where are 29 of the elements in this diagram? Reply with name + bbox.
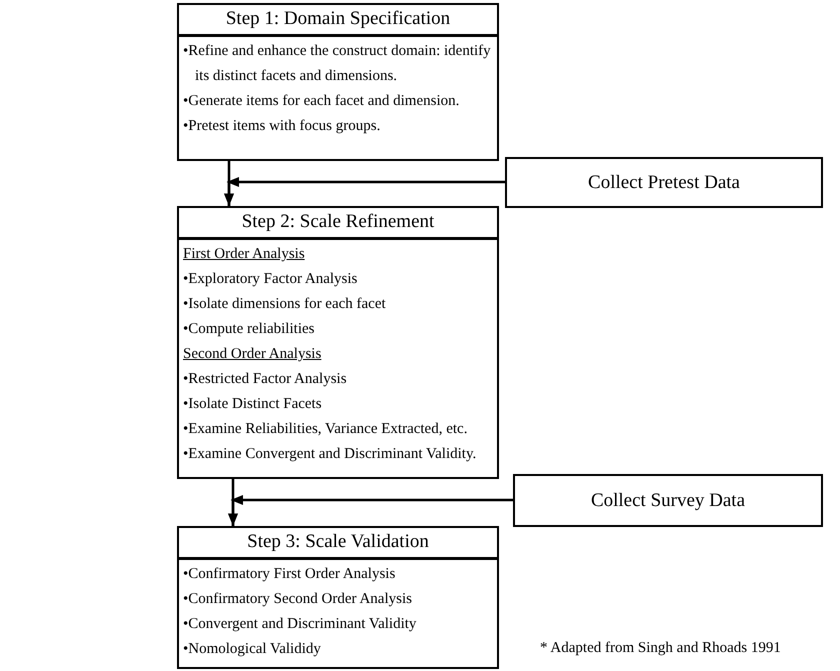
bullet-item: •Confirmatory First Order Analysis xyxy=(183,565,396,584)
step-heading: Step 3: Scale Validation xyxy=(179,528,497,560)
step-box xyxy=(177,206,499,479)
box-label: Collect Pretest Data xyxy=(588,172,740,194)
section-subheading: First Order Analysis xyxy=(183,245,306,264)
step-heading: Step 1: Domain Specification xyxy=(179,5,497,37)
box-label: Collect Survey Data xyxy=(590,490,746,512)
bullet-item: •Nomological Valididy xyxy=(183,640,322,659)
step-heading: Step 2: Scale Refinement xyxy=(179,208,497,240)
bullet-item: •Isolate Distinct Facets xyxy=(183,395,323,414)
bullet-item: •Exploratory Factor Analysis xyxy=(183,270,358,289)
step-box xyxy=(177,526,499,669)
bullet-item: •Isolate dimensions for each facet xyxy=(183,295,387,314)
footnote: * Adapted from Singh and Rhoads 1991 xyxy=(540,640,781,657)
bullet-item: •Restricted Factor Analysis xyxy=(183,370,348,389)
arrow xyxy=(228,495,513,526)
section-subheading: Second Order Analysis xyxy=(183,345,322,364)
step-box xyxy=(177,3,499,161)
bullet-item: •Generate items for each facet and dimension. xyxy=(183,92,460,111)
bullet-item: •Pretest items with focus groups. xyxy=(183,117,382,136)
bullet-item: •Confirmatory Second Order Analysis xyxy=(183,590,413,609)
bullet-item: •Examine Reliabilities, Variance Extracted, etc. xyxy=(183,420,468,439)
arrow xyxy=(224,177,505,206)
bullet-item: •Refine and enhance the construct domain: identify its distinct facets and dimensions. xyxy=(183,42,492,86)
bullet-item: •Convergent and Discriminant Validity xyxy=(183,615,418,634)
process-box xyxy=(505,157,823,208)
bullet-item: •Examine Convergent and Discriminant Validity. xyxy=(183,445,478,464)
bullet-item: •Compute reliabilities xyxy=(183,320,316,339)
process-box xyxy=(513,474,823,527)
